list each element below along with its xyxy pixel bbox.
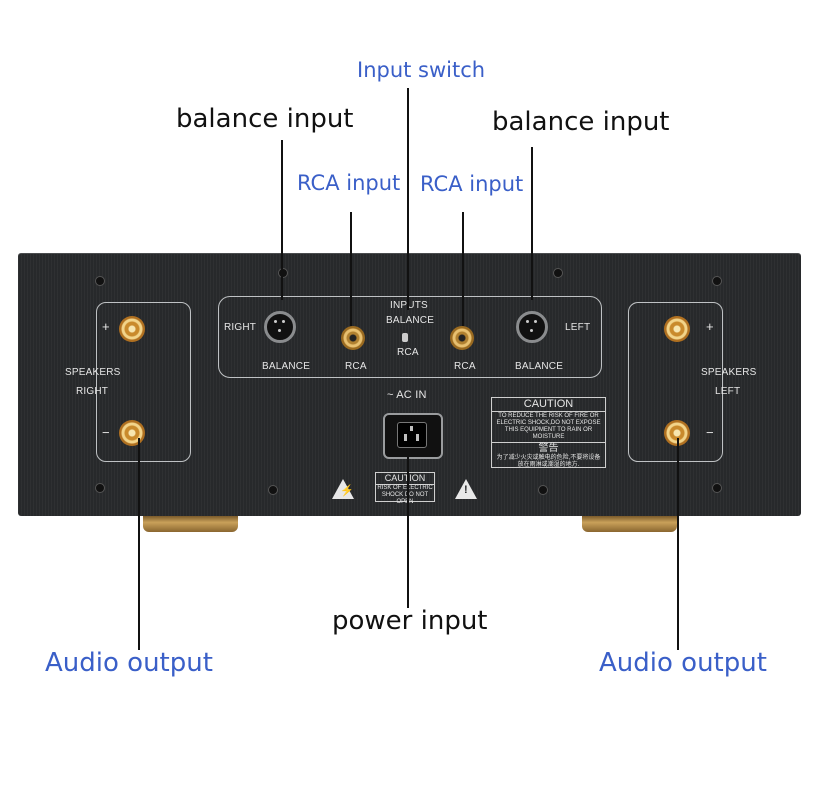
balance-label-left: BALANCE (515, 361, 564, 372)
screw-icon (95, 276, 105, 286)
plus-label: + (102, 319, 110, 334)
plus-label: + (706, 319, 714, 334)
amplifier-back-panel: + − SPEAKERS RIGHT + − SPEAKERS LEFT RIG… (18, 253, 801, 516)
balance-input-callout-left: balance input (176, 104, 354, 134)
power-socket[interactable] (383, 413, 443, 459)
ac-in-label: ~ AC IN (387, 389, 427, 401)
screw-icon (538, 485, 548, 495)
xlr-balance-input-right[interactable] (264, 311, 296, 343)
screw-icon (553, 268, 563, 278)
caution-small-text: RISK OF ELECTRIC SHOCK DO NOT OPEN (377, 485, 433, 505)
rca-input-right[interactable] (341, 326, 365, 350)
power-input-callout: power input (332, 606, 488, 636)
input-switch-leader-line (407, 88, 409, 310)
audio-output-leader-line-left (138, 438, 140, 650)
left-speakers-block (628, 302, 723, 462)
speaker-terminal-right-negative[interactable] (119, 420, 145, 446)
minus-label: − (102, 425, 110, 440)
rca-input-left[interactable] (450, 326, 474, 350)
screw-icon (268, 485, 278, 495)
rca-label-left: RCA (454, 361, 476, 372)
input-switch-callout: Input switch (357, 58, 486, 82)
minus-label: − (706, 425, 714, 440)
right-speakers-title: SPEAKERS (65, 367, 121, 378)
input-right-label: RIGHT (224, 322, 257, 333)
rca-input-callout-right: RCA input (420, 172, 524, 196)
screw-icon (712, 276, 722, 286)
balance-label-right: BALANCE (262, 361, 311, 372)
electric-shock-warning-icon: ⚡ (332, 479, 354, 499)
amplifier-foot-right (582, 516, 677, 532)
switch-rca-label: RCA (397, 347, 419, 358)
amplifier-foot-left (143, 516, 238, 532)
right-speakers-block (96, 302, 191, 462)
left-speakers-title: SPEAKERS (701, 367, 757, 378)
caution-title: CAUTION (492, 398, 605, 412)
caution-small-label: CAUTION RISK OF ELECTRIC SHOCK DO NOT OP… (375, 472, 435, 505)
speaker-terminal-left-positive[interactable] (664, 316, 690, 342)
balance-input-leader-line-right (531, 147, 533, 300)
audio-output-leader-line-right (677, 438, 679, 650)
input-selector-switch[interactable] (402, 333, 408, 342)
inputs-block (218, 296, 602, 378)
audio-output-callout-right: Audio output (599, 648, 767, 678)
caution-small-title: CAUTION (376, 473, 434, 485)
caution-cn-title: 警告 (492, 442, 605, 455)
switch-balance-label: BALANCE (386, 315, 435, 326)
balance-input-callout-right: balance input (492, 107, 670, 137)
rca-input-leader-line-right (462, 212, 464, 326)
speaker-terminal-right-positive[interactable] (119, 316, 145, 342)
input-left-label: LEFT (565, 322, 591, 333)
left-speakers-side: LEFT (715, 386, 741, 397)
right-speakers-side: RIGHT (76, 386, 109, 397)
rca-input-leader-line-left (350, 212, 352, 326)
screw-icon (95, 483, 105, 493)
rca-input-callout-left: RCA input (297, 171, 401, 195)
screw-icon (712, 483, 722, 493)
exclamation-warning-icon: ! (455, 479, 477, 499)
xlr-balance-input-left[interactable] (516, 311, 548, 343)
power-input-leader-line (407, 450, 409, 608)
caution-label: CAUTION TO REDUCE THE RISK OF FIRE OR EL… (491, 397, 606, 468)
caution-text: TO REDUCE THE RISK OF FIRE OR ELECTRIC S… (496, 413, 601, 440)
caution-cn-text: 为了减少火灾或触电的危险,不要将设备放在雨淋或潮湿的地方. (496, 455, 601, 468)
balance-input-leader-line-left (281, 140, 283, 300)
audio-output-callout-left: Audio output (45, 648, 213, 678)
screw-icon (278, 268, 288, 278)
rca-label-right: RCA (345, 361, 367, 372)
